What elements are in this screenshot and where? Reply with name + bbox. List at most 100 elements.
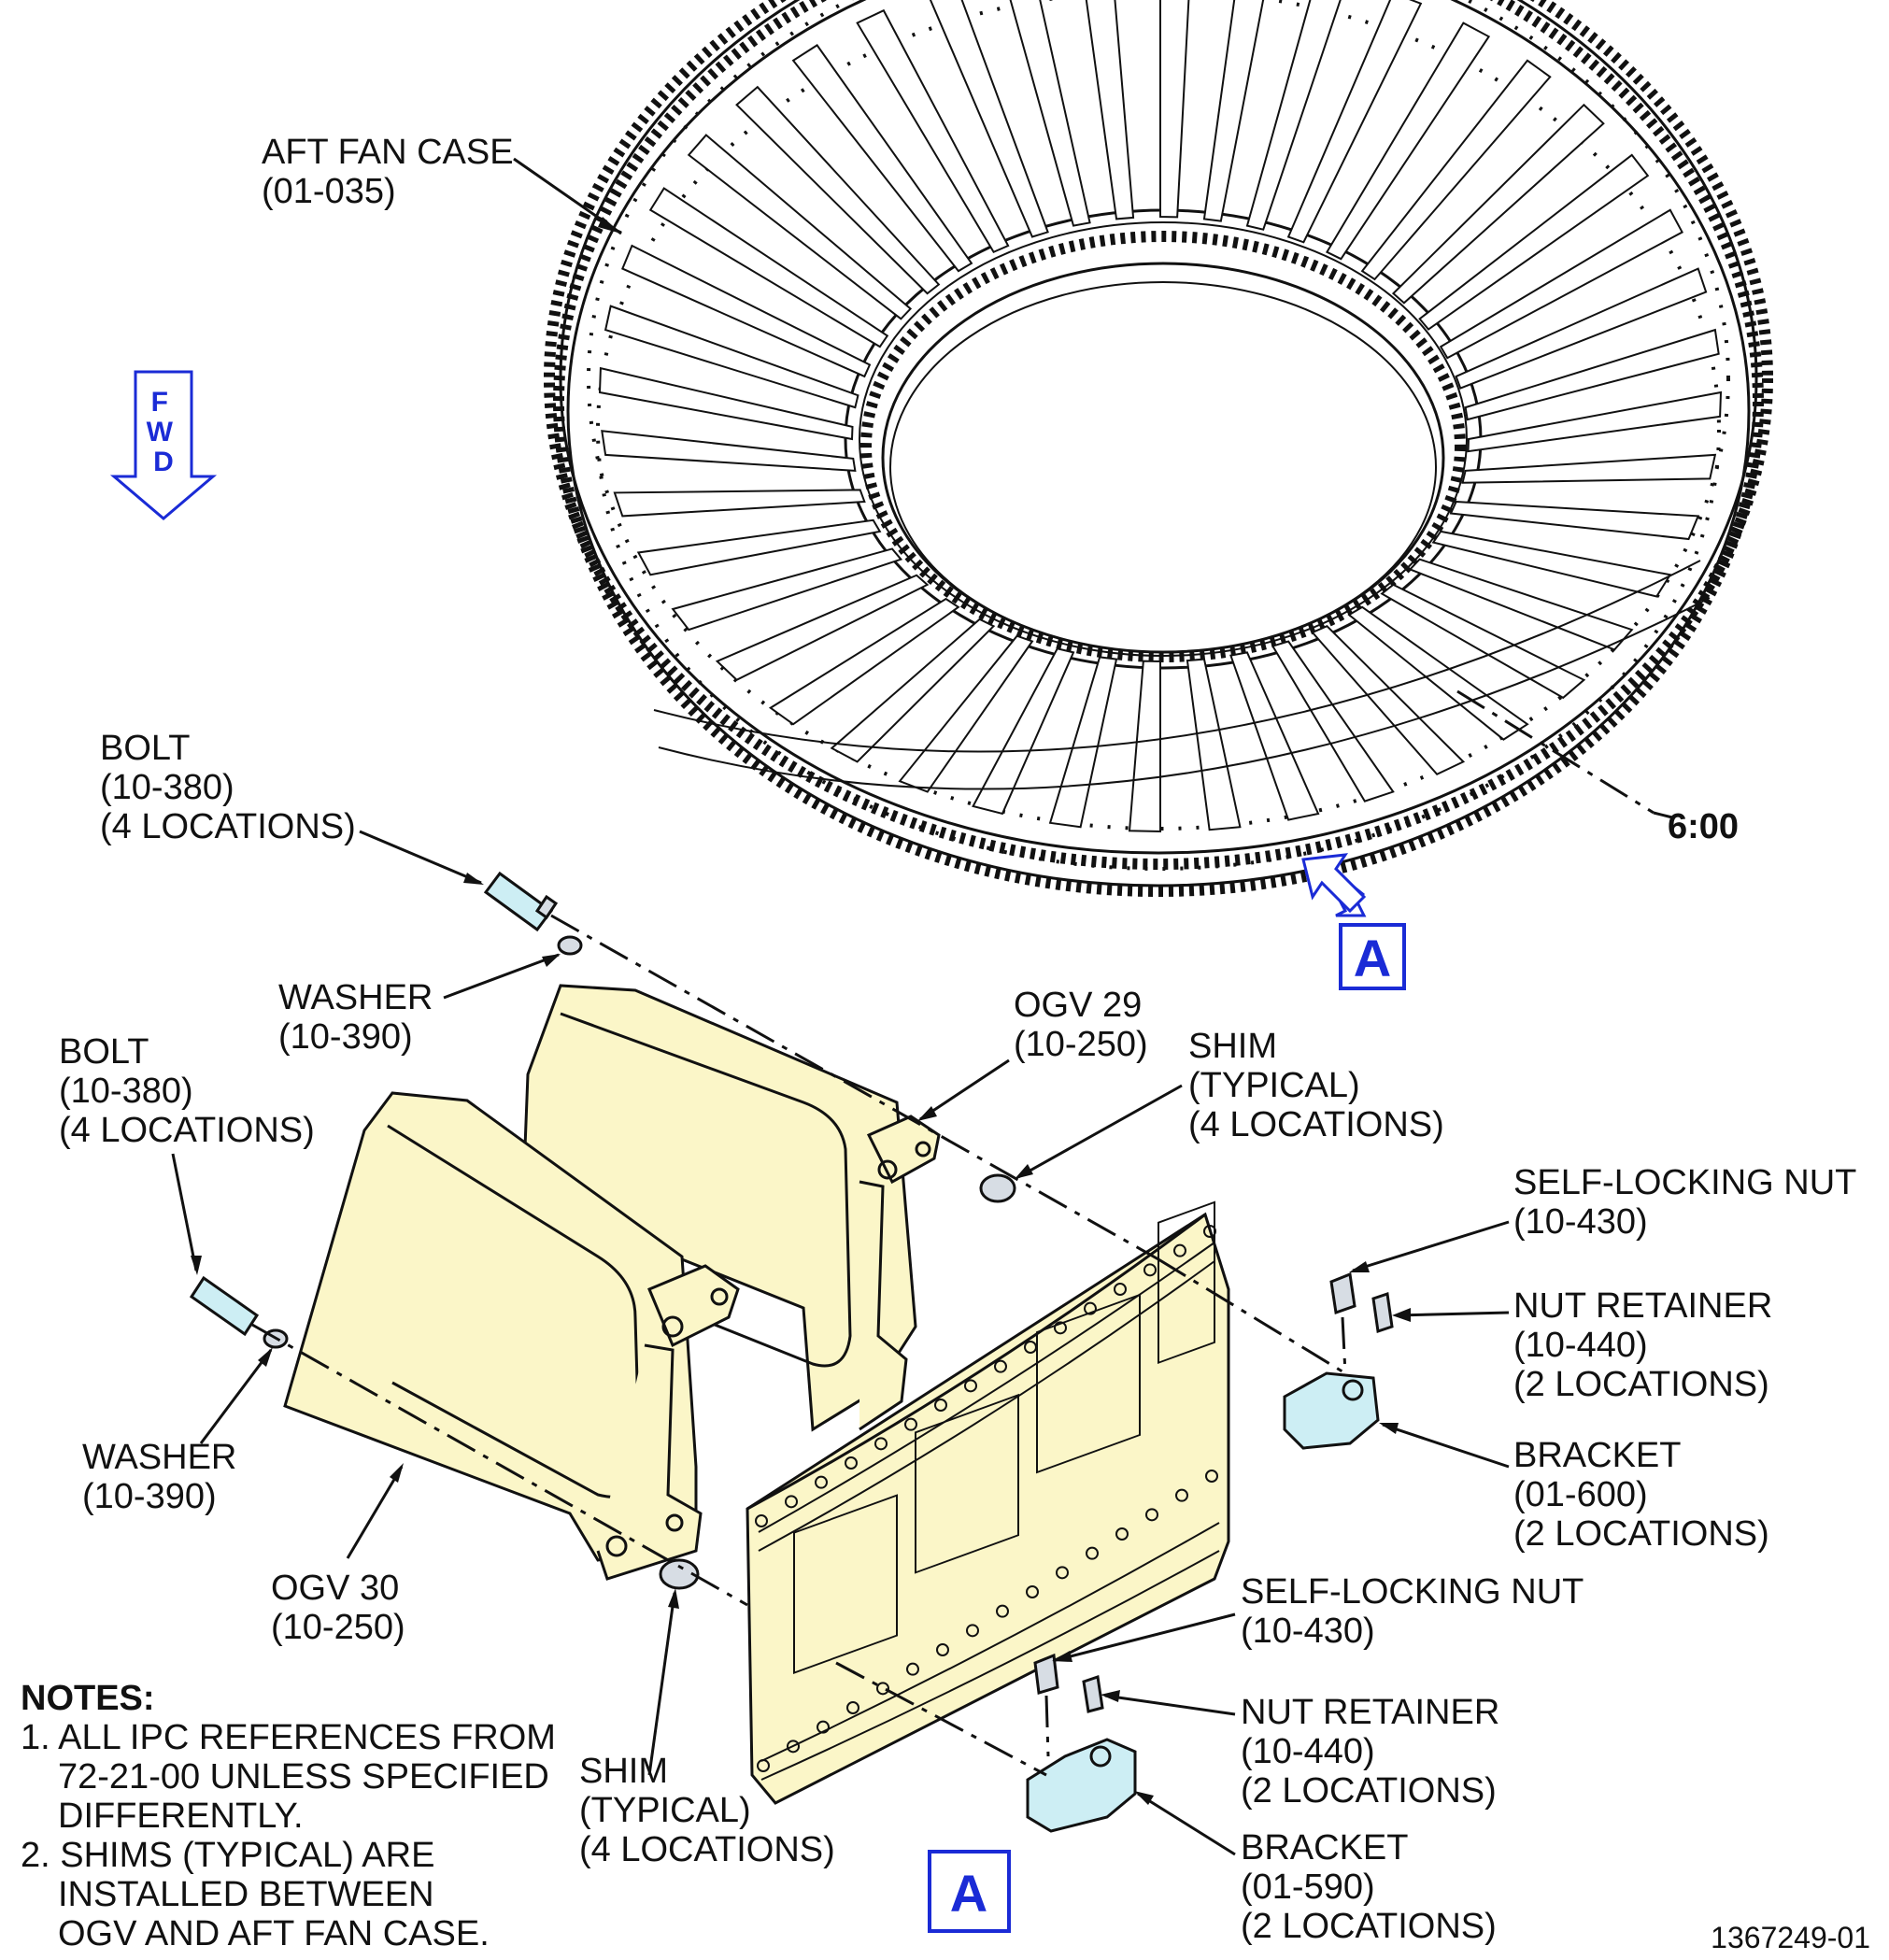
segment-hole: [845, 1456, 858, 1470]
notes-title: NOTES:: [21, 1679, 155, 1718]
segment-bolt-holes: [755, 1225, 1218, 1772]
segment-hole: [1173, 1243, 1186, 1257]
detail-a-title: A: [950, 1864, 987, 1923]
ogv-vane: [1048, 656, 1118, 829]
ogv-vane: [1418, 153, 1650, 331]
bolt-left-label: BOLT (10-380) (4 LOCATIONS): [59, 1032, 315, 1150]
ogv-vane: [687, 134, 913, 320]
ogv-30-vane: [283, 1091, 740, 1581]
ogv-vane: [1461, 453, 1717, 484]
ogv-vane: [601, 430, 857, 472]
callout-leaders: [171, 830, 1510, 1856]
ogv-vane: [972, 647, 1075, 816]
segment-hole: [934, 1399, 947, 1412]
self-locking-nut-bottom: [1033, 1653, 1059, 1695]
segment-hole: [815, 1475, 828, 1489]
six-oclock-label: 6:00: [1668, 807, 1739, 846]
shim-bottom-label: SHIM (TYPICAL) (4 LOCATIONS): [579, 1752, 835, 1869]
six-oclock-leader: [1456, 689, 1655, 815]
ogv-vane: [830, 618, 996, 763]
ogv-vane: [1467, 391, 1723, 453]
bracket-top-label: BRACKET (01-600) (2 LOCATIONS): [1513, 1436, 1769, 1554]
segment-hole: [876, 1682, 889, 1696]
shim-top-label: SHIM (TYPICAL) (4 LOCATIONS): [1188, 1027, 1444, 1144]
segment-hole: [755, 1514, 768, 1527]
segment-hole: [1026, 1585, 1039, 1598]
nut-retainer-bottom-label: NUT RETAINER (10-440) (2 LOCATIONS): [1241, 1693, 1510, 1811]
segment-hole: [1056, 1566, 1069, 1580]
bolt-top-label: BOLT (10-380) (4 LOCATIONS): [100, 729, 356, 846]
nut-retainer-top: [1371, 1292, 1394, 1333]
ogv-vane: [1128, 660, 1161, 833]
view-a-marker-box: [1339, 923, 1406, 990]
ogv-vane: [598, 366, 854, 441]
segment-hole: [1203, 1225, 1216, 1238]
detail-a-title-box: [928, 1850, 1011, 1933]
segment-hole: [874, 1437, 888, 1451]
ogv-vane: [1439, 208, 1684, 360]
segment-hole: [936, 1643, 949, 1656]
figure-number: 1367249-01: [1711, 1921, 1870, 1954]
aft-fan-case-ring: [544, 0, 1773, 897]
segment-hole: [1024, 1341, 1037, 1354]
segment-hole: [1175, 1488, 1188, 1502]
ogv-vane: [1449, 501, 1700, 541]
ogv-vane: [1159, 0, 1190, 219]
ogv-vane: [648, 187, 889, 348]
fwd-label: F W D: [147, 387, 181, 477]
ogv-vane: [1085, 0, 1135, 220]
segment-hole: [1086, 1546, 1099, 1560]
segment-hole: [1084, 1301, 1097, 1315]
ogv-vane: [1360, 59, 1552, 281]
ogv-29-label: OGV 29 (10-250): [1014, 986, 1152, 1064]
ogv-vane: [1009, 0, 1091, 227]
segment-hole: [1054, 1321, 1067, 1335]
ogv-vane: [1286, 0, 1423, 244]
view-arrow-icon: [1301, 853, 1367, 917]
self-locking-nut-top: [1329, 1271, 1356, 1315]
ogv-vane: [1380, 583, 1586, 700]
segment-hole: [1115, 1527, 1129, 1541]
ogv-vane: [1186, 658, 1242, 831]
segment-hole: [1145, 1508, 1158, 1522]
ogv-vane: [671, 547, 903, 632]
ogv-vane: [715, 574, 930, 681]
segment-hole: [996, 1604, 1009, 1618]
ogv-vane-array: [598, 0, 1723, 833]
shim-top: [979, 1173, 1016, 1203]
ogv-vane: [1431, 530, 1672, 598]
ogv-vane: [929, 0, 1049, 238]
ogv-vane: [1391, 103, 1605, 305]
ogv-vane: [791, 44, 973, 273]
segment-hole: [906, 1662, 919, 1676]
fwd-arrow-icon: [109, 370, 218, 520]
ogv-30-label: OGV 30 (10-250): [271, 1569, 409, 1647]
washer-top: [557, 935, 583, 956]
notes-list: 1. ALL IPC REFERENCES FROM 72-21-00 UNLE…: [21, 1718, 566, 1953]
segment-hole: [785, 1495, 798, 1509]
segment-hole: [966, 1624, 979, 1638]
ogv-vane: [1271, 640, 1395, 802]
ogv-vane: [621, 244, 872, 378]
ogv-29-vane: [521, 984, 941, 1432]
segment-hole: [1205, 1470, 1218, 1483]
bolt-left: [189, 1275, 260, 1337]
ogv-vane: [1455, 267, 1708, 390]
segment-hole: [964, 1379, 977, 1393]
ogv-vane: [613, 489, 866, 518]
segment-hole: [817, 1720, 830, 1734]
washer-left-label: WASHER (10-390): [82, 1438, 247, 1516]
fan-case-segment: [746, 1200, 1230, 1805]
segment-hole: [1143, 1263, 1157, 1277]
ogv-vane: [1464, 328, 1720, 421]
segment-hole: [787, 1740, 800, 1754]
ogv-vane: [1311, 625, 1466, 775]
assembly-axis-lines: [251, 914, 1347, 1777]
nut-retainer-bottom: [1082, 1675, 1104, 1713]
bolt-top: [483, 871, 559, 932]
bracket-bottom: [1026, 1738, 1137, 1833]
ogv-vane: [604, 305, 859, 409]
ogv-vane: [856, 8, 1010, 254]
segment-hole: [904, 1417, 917, 1431]
